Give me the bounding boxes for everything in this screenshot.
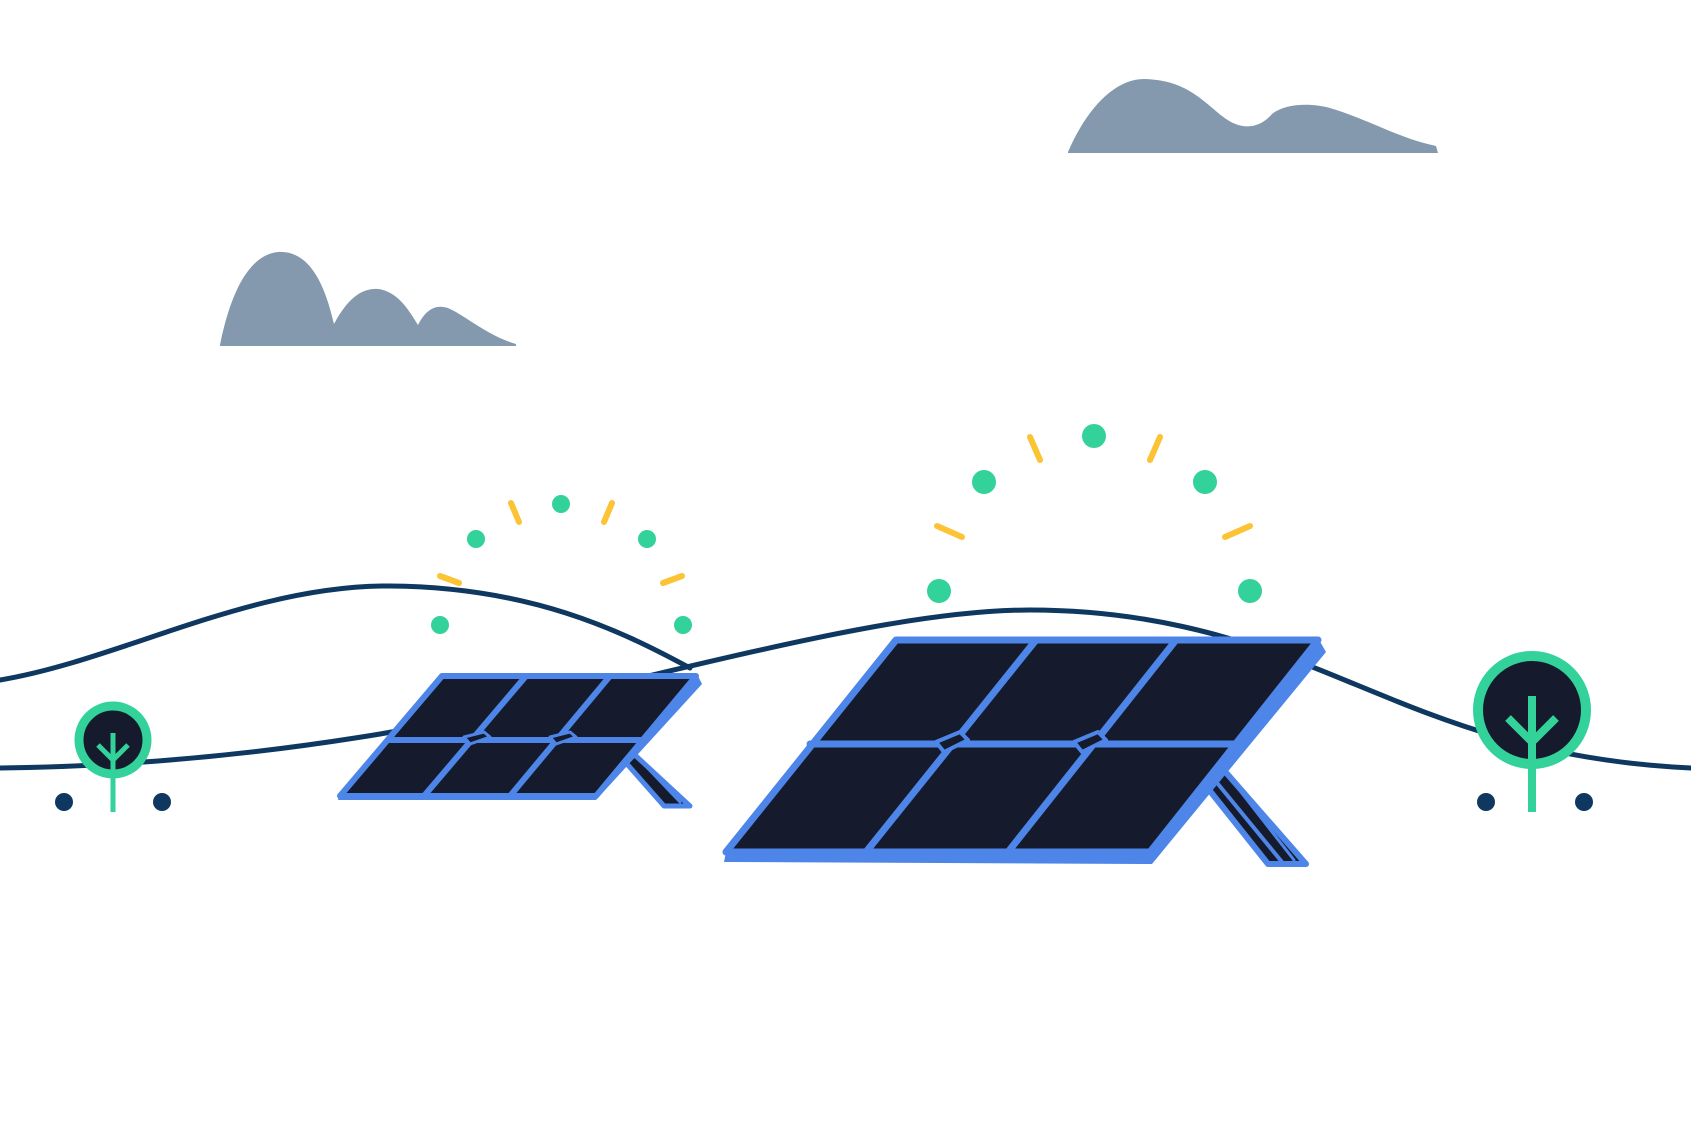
panel-junction bbox=[1072, 730, 1108, 754]
solar-panel-small bbox=[337, 673, 702, 809]
sun-rays-large bbox=[927, 424, 1262, 603]
sun-dash bbox=[1147, 434, 1163, 463]
tree-branches bbox=[1505, 715, 1559, 748]
sun-rays-small bbox=[431, 495, 692, 634]
sun-dot bbox=[927, 579, 951, 603]
hill-back bbox=[0, 583, 693, 683]
hill-front bbox=[0, 607, 1691, 771]
ground-dot bbox=[1477, 793, 1495, 811]
sun-dot bbox=[552, 495, 570, 513]
ground-dot bbox=[1575, 793, 1593, 811]
panel-junction bbox=[548, 730, 578, 746]
panel-junction bbox=[462, 730, 492, 746]
sun-dash bbox=[1027, 434, 1043, 463]
sun-dot bbox=[431, 616, 449, 634]
sun-dash bbox=[437, 573, 462, 586]
tree-right bbox=[1473, 651, 1593, 812]
sun-dash bbox=[508, 500, 522, 525]
panel-stand-edge bbox=[1228, 776, 1296, 862]
sun-dash bbox=[1222, 523, 1253, 540]
sun-dash bbox=[660, 573, 685, 586]
cloud-left bbox=[220, 251, 516, 346]
tree-branches bbox=[96, 743, 130, 764]
ground-dot bbox=[153, 793, 171, 811]
sun-dot bbox=[638, 530, 656, 548]
panel-junction bbox=[934, 730, 970, 754]
panel-stand-edge bbox=[1216, 782, 1284, 864]
solar-panel-large bbox=[722, 636, 1326, 867]
sun-dot bbox=[674, 616, 692, 634]
panel-stand-edge bbox=[638, 758, 682, 804]
sun-dot bbox=[467, 530, 485, 548]
sun-dash bbox=[601, 500, 615, 525]
sun-dot bbox=[1082, 424, 1106, 448]
tree-left bbox=[55, 701, 171, 812]
sun-dash bbox=[934, 523, 965, 540]
ground-dot bbox=[55, 793, 73, 811]
sun-dot bbox=[1193, 470, 1217, 494]
cloud-right bbox=[1068, 79, 1438, 153]
sun-dot bbox=[972, 470, 996, 494]
sun-dot bbox=[1238, 579, 1262, 603]
